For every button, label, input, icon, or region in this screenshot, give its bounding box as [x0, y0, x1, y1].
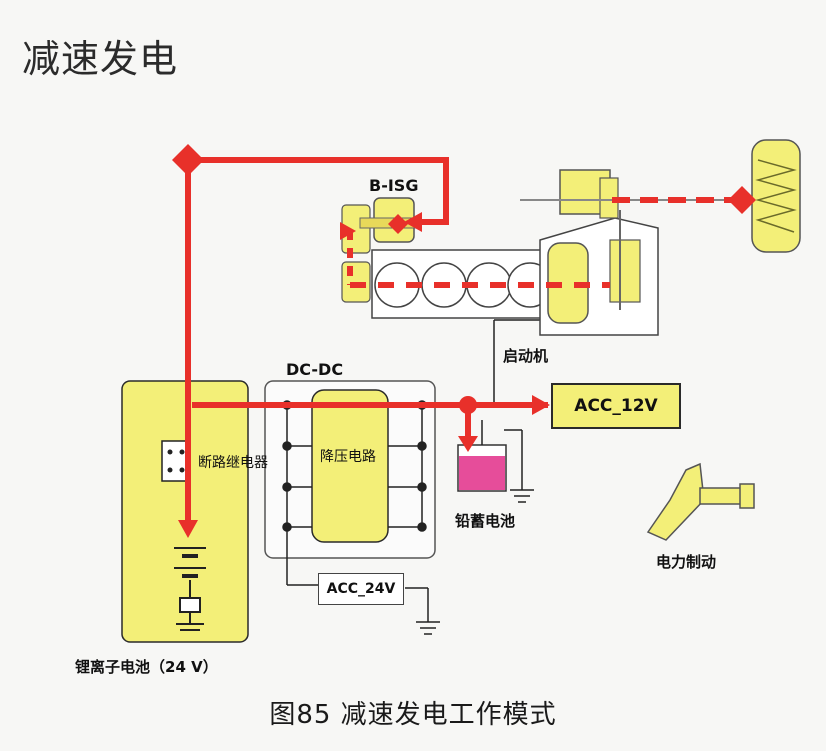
- dcdc-label: DC-DC: [286, 360, 344, 379]
- acc-12v-box: ACC_12V: [551, 383, 681, 429]
- li-battery-label: 锂离子电池（24 V）: [75, 658, 218, 676]
- lead-acid-label: 铅蓄电池: [455, 512, 516, 530]
- lead-acid-battery: [457, 420, 534, 503]
- acc-24v-box: ACC_24V: [318, 573, 404, 605]
- step-down-label: 降压电路: [320, 449, 376, 465]
- transmission-icon: [520, 169, 760, 336]
- regen-braking-label: 电力制动: [656, 553, 717, 571]
- energy-flow-path: [185, 157, 742, 522]
- ground-icon: [405, 587, 440, 635]
- flow-arrowheads: [178, 212, 550, 538]
- wheel-icon: [751, 139, 801, 253]
- figure-caption: 图85 减速发电工作模式: [269, 700, 557, 730]
- battery-icon: [174, 547, 206, 631]
- breaker-relay-label: 断路继电器: [198, 455, 268, 471]
- step-down-block: [311, 389, 389, 543]
- brake-pedal-icon: [646, 462, 755, 541]
- b-isg-label: B-ISG: [369, 176, 419, 195]
- page-title: 减速发电: [22, 37, 179, 81]
- starter-label: 启动机: [503, 347, 549, 365]
- flow-junctions: [172, 144, 756, 414]
